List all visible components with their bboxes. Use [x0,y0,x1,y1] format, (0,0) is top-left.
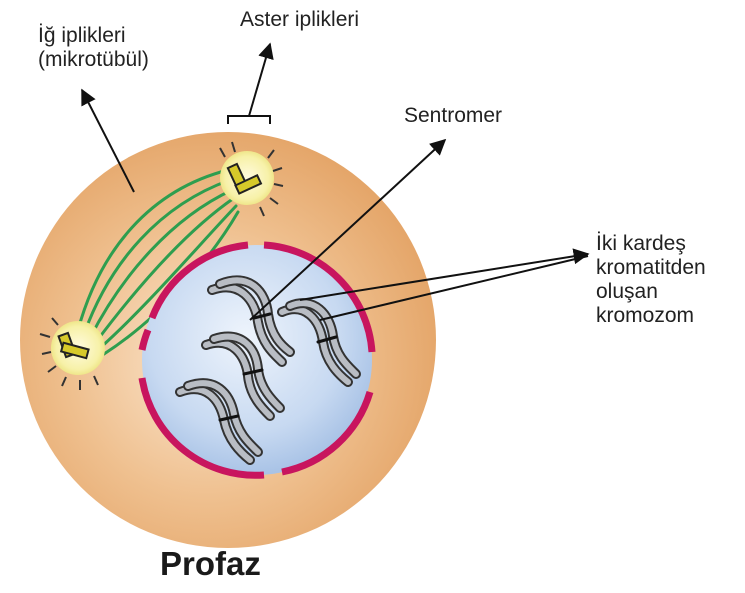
label-centromere: Sentromer [404,104,502,128]
label-aster: Aster iplikleri [240,8,359,32]
label-chromosome-line2: kromatitden [596,256,706,280]
label-centromere-text: Sentromer [404,104,502,128]
label-chromosome-line4: kromozom [596,304,706,328]
aster-bracket [228,116,270,124]
label-aster-text: Aster iplikleri [240,8,359,32]
label-chromosome-line1: İki kardeş [596,232,706,256]
label-spindle-line1: İğ iplikleri [38,24,149,48]
leader-aster [249,44,270,116]
label-chromosome: İki kardeş kromatitden oluşan kromozom [596,232,706,328]
label-chromosome-line3: oluşan [596,280,706,304]
label-spindle-fibers: İğ iplikleri (mikrotübül) [38,24,149,72]
diagram-title: Profaz [160,545,261,583]
label-spindle-line2: (mikrotübül) [38,48,149,72]
